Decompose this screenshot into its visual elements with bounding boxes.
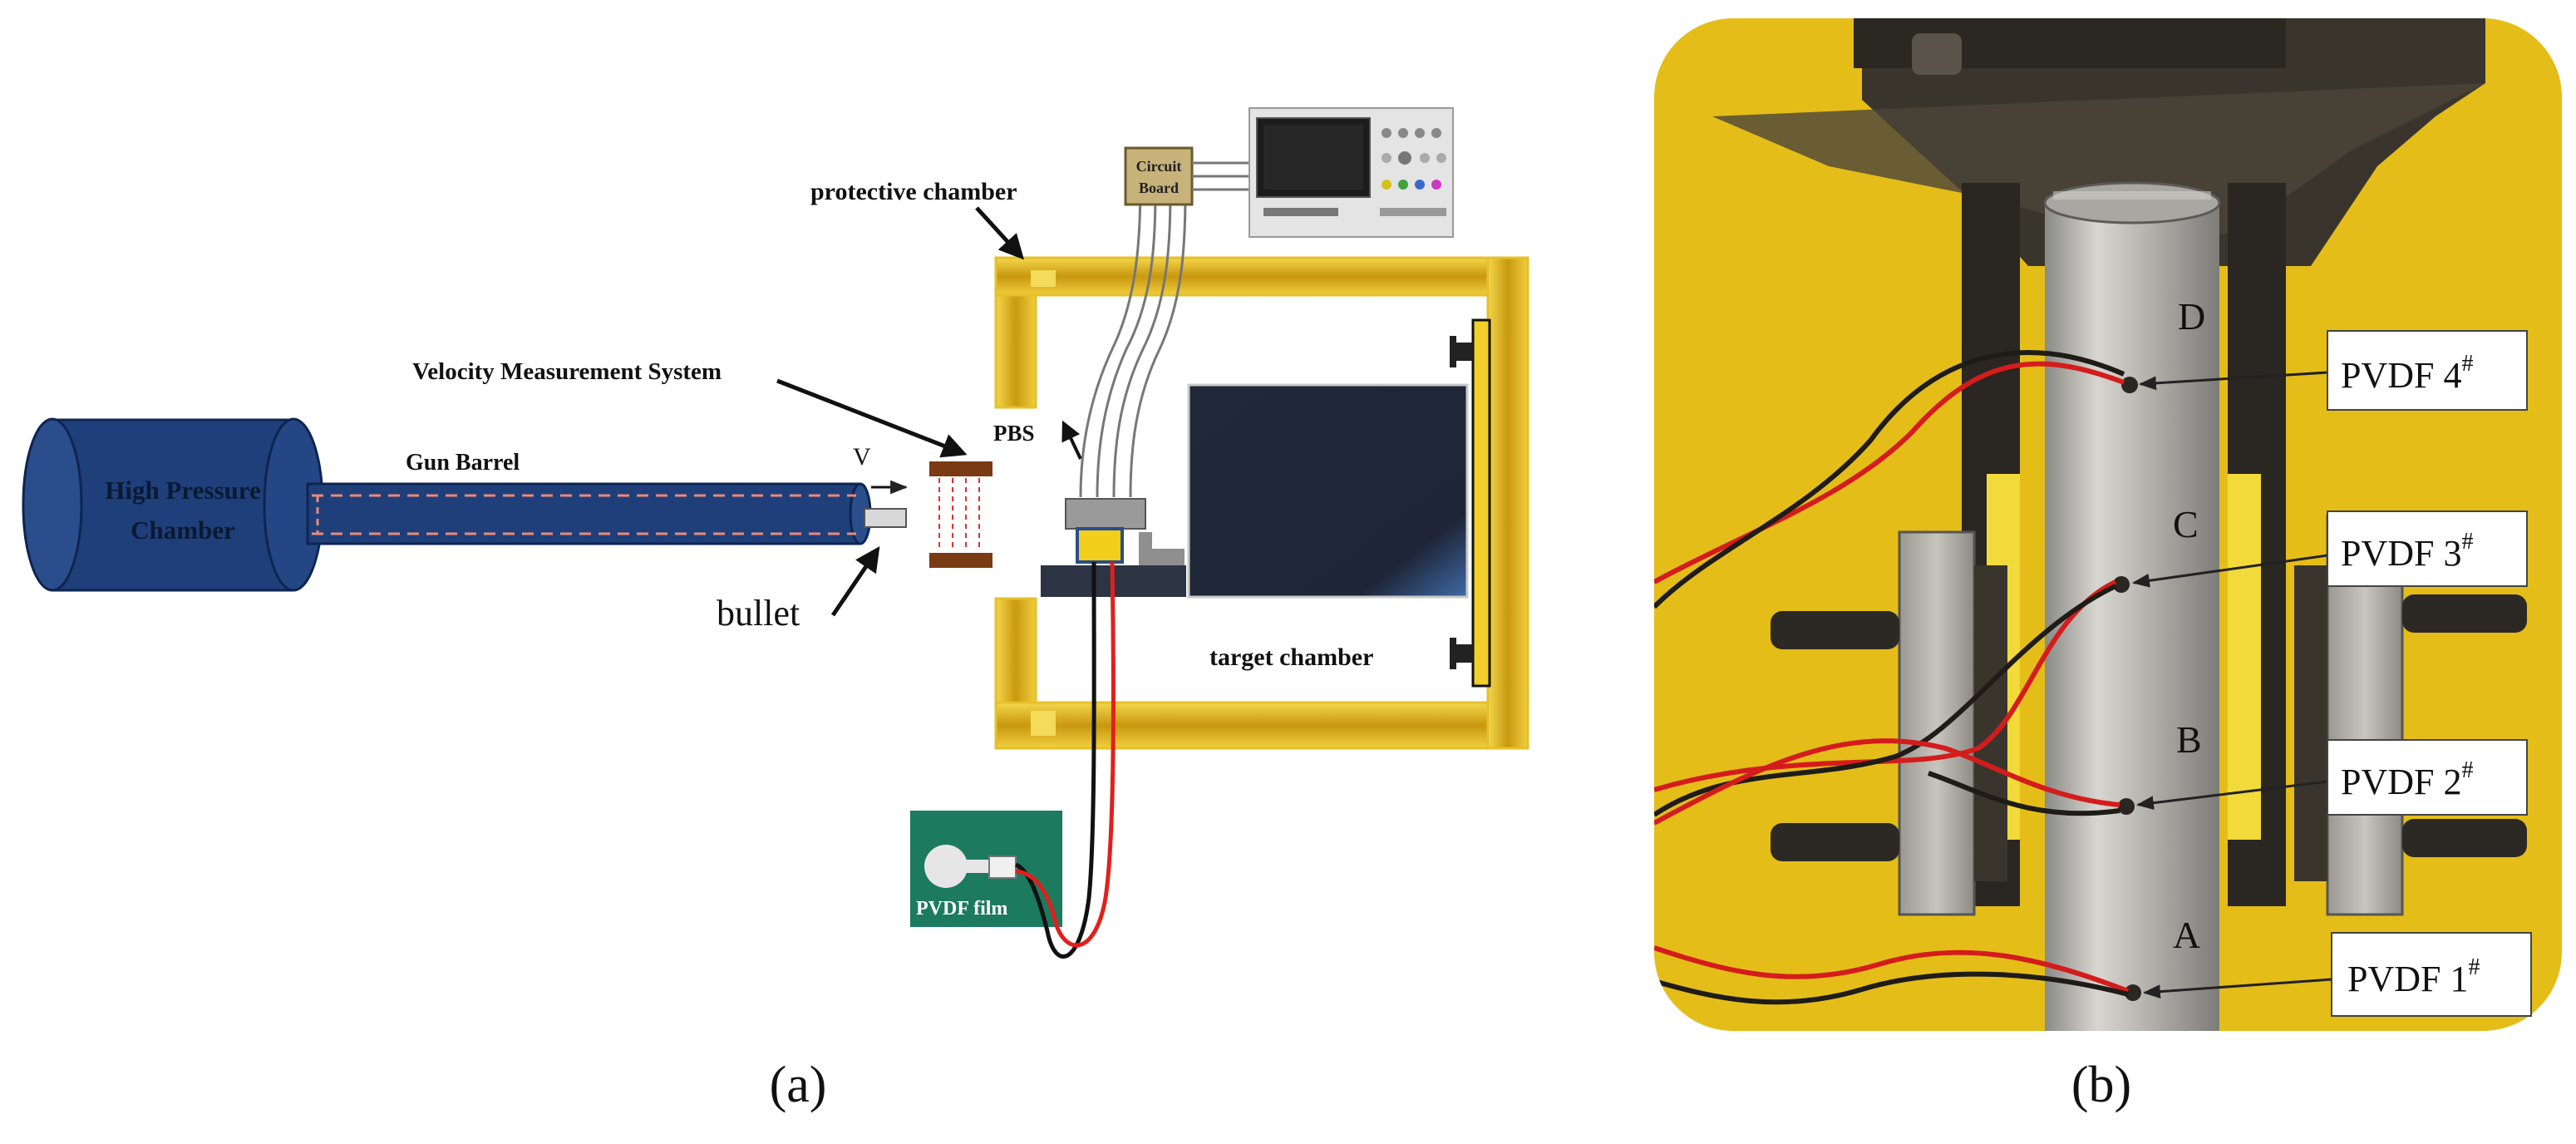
pvdf-3-arrow: [2131, 554, 2328, 588]
bullet-label: bullet: [717, 593, 800, 634]
pvdf-film-label: PVDF film: [916, 898, 1007, 920]
pbs-arrow: [1061, 420, 1082, 460]
velocity-measurement-system: Velocity Measurement System: [412, 358, 992, 568]
sample-block: [1076, 527, 1124, 564]
pvdf-3-label: PVDF 3#: [2341, 529, 2474, 574]
pvdf-3-callout: PVDF 3#: [2327, 510, 2528, 587]
oscilloscope: [1249, 107, 1454, 238]
pvdf-4-label: PVDF 4#: [2341, 351, 2474, 396]
circuit-board: Circuit Board: [1124, 146, 1251, 206]
pbs-label: PBS: [993, 421, 1035, 446]
protective-chamber-label: protective chamber: [810, 178, 1017, 205]
point-letter-c: C: [2173, 503, 2199, 545]
target-chamber: target chamber: [1187, 318, 1491, 688]
circuit-label: Circuit: [1136, 158, 1182, 175]
point-letter-a: A: [2173, 914, 2200, 956]
bullet-shape: [864, 508, 907, 528]
high-pressure-label: High Pressure: [105, 476, 260, 505]
protective-chamber: protective chamber: [810, 178, 1529, 750]
mount-step: [1139, 549, 1185, 565]
gun-barrel: Gun Barrel: [306, 450, 872, 545]
caption-a: (a): [770, 1057, 827, 1113]
pvdf-2-arrow: [2135, 780, 2328, 811]
point-letter-b: B: [2176, 718, 2202, 761]
velocity-system-label: Velocity Measurement System: [412, 358, 722, 385]
velocity-system-arrow: [776, 378, 968, 458]
red-cable: [1015, 561, 1116, 948]
pvdf-1-label: PVDF 1#: [2347, 954, 2480, 999]
point-letter-d: D: [2178, 295, 2205, 338]
chamber-label: Chamber: [131, 515, 235, 545]
pvdf-4-callout: PVDF 4#: [2327, 330, 2528, 411]
panel-a-diagram: High Pressure Chamber Gun Barrel V bulle…: [22, 107, 1529, 1113]
pvdf-2-label: PVDF 2#: [2341, 757, 2474, 802]
panel-b-photo: D C B A PVDF 4# PVDF 3# PVDF 2# PVDF 1# …: [1654, 18, 2562, 1113]
gun-barrel-label: Gun Barrel: [406, 450, 520, 476]
bullet-arrow: [830, 546, 880, 617]
black-cable: [1014, 561, 1096, 959]
sample-holder: [1065, 498, 1146, 530]
high-pressure-chamber: High Pressure Chamber: [22, 417, 324, 592]
protective-chamber-arrow: [975, 206, 1025, 260]
pvdf-4-arrow: [2138, 371, 2328, 391]
signal-wires: [1079, 164, 1187, 498]
caption-b: (b): [2071, 1057, 2131, 1113]
pvdf-1-arrow: [2142, 978, 2332, 999]
pvdf-film: PVDF film: [910, 811, 1062, 927]
pvdf-1-callout: PVDF 1#: [2331, 932, 2532, 1017]
velocity-symbol: V: [853, 443, 871, 471]
mount-post: [1139, 532, 1152, 549]
board-label: Board: [1139, 180, 1179, 196]
target-chamber-label: target chamber: [1209, 644, 1373, 671]
pvdf-2-callout: PVDF 2#: [2327, 739, 2528, 816]
